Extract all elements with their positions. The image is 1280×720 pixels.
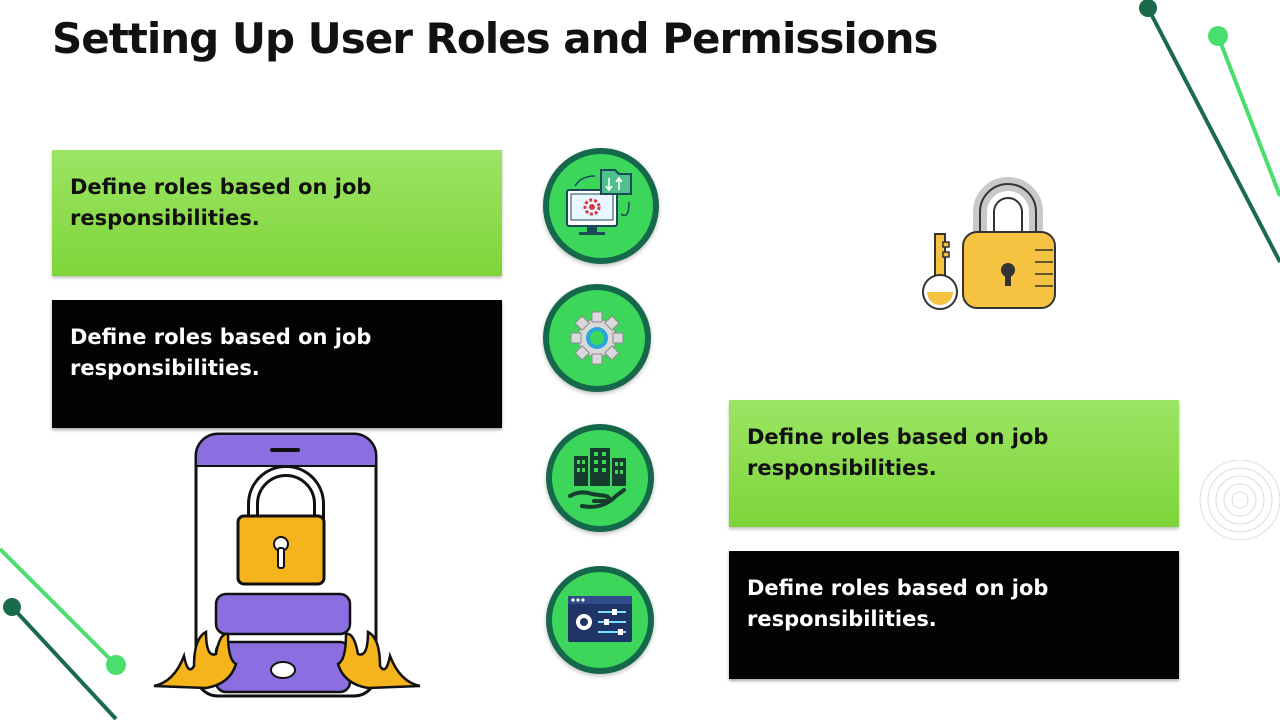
computer-settings-transfer-icon (543, 148, 659, 264)
role-box-1: Define roles based on job responsibiliti… (52, 150, 502, 276)
role-box-3: Define roles based on job responsibiliti… (729, 400, 1179, 527)
role-box-4: Define roles based on job responsibiliti… (729, 551, 1179, 679)
decorative-rings (1199, 460, 1280, 541)
role-box-2: Define roles based on job responsibiliti… (52, 300, 502, 428)
padlock-key-icon (922, 177, 1056, 310)
control-panel-sliders-icon (546, 566, 654, 674)
gear-icon (543, 284, 651, 392)
decorative-lines-bottom-left (0, 547, 126, 720)
phone-lock-icon (153, 432, 421, 698)
decorative-lines-top-right (1139, 0, 1280, 263)
buildings-hand-icon (546, 424, 654, 532)
slide-title: Setting Up User Roles and Permissions (52, 14, 939, 63)
